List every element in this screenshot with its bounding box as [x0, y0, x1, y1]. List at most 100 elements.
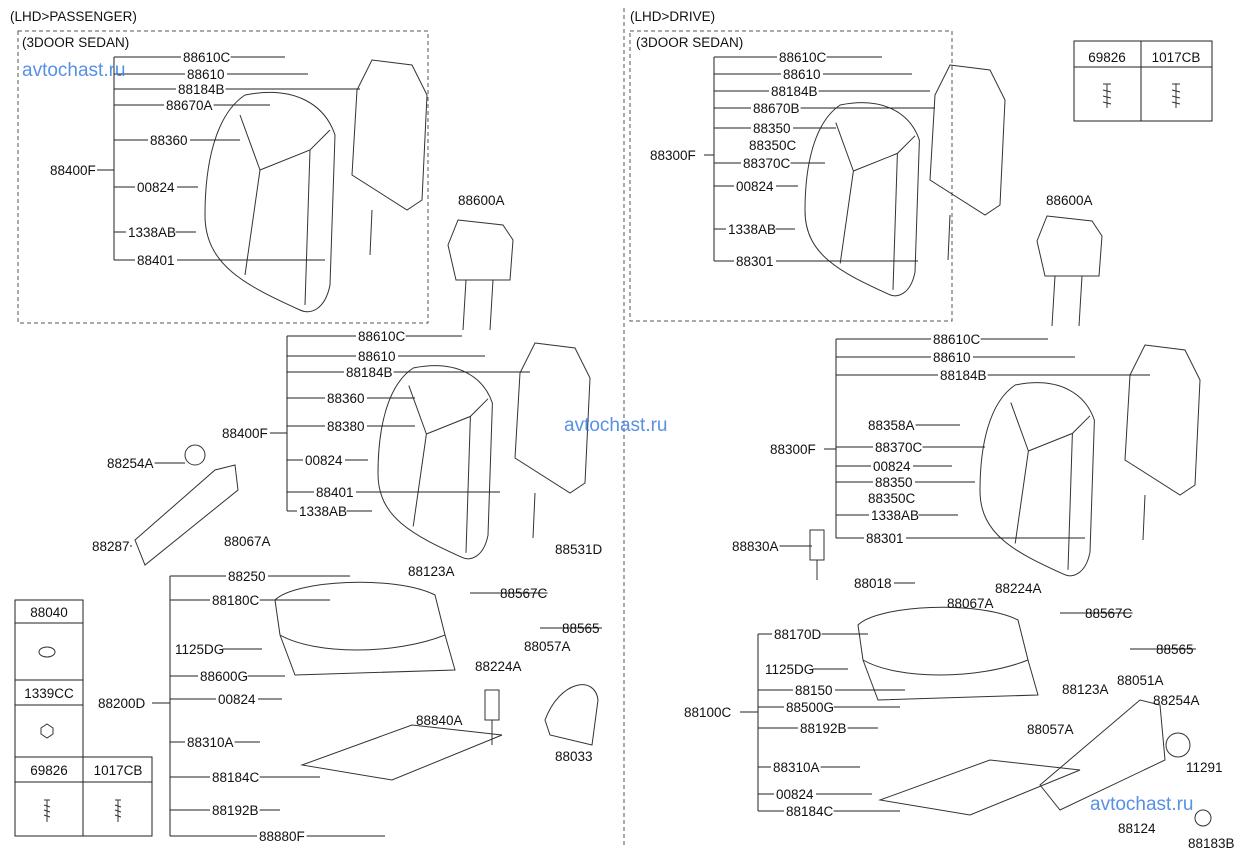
part-callout-88610: 88610 [783, 67, 821, 82]
part-callout-00824: 00824 [873, 459, 911, 474]
recliner-cover [1039, 699, 1166, 811]
part-callout-88150: 88150 [795, 683, 833, 698]
screw-icon [114, 799, 122, 822]
part-callout-88310a: 88310A [773, 760, 820, 775]
part-callout-88830a: 88830A [732, 539, 779, 554]
part-callout-88184b: 88184B [346, 365, 393, 380]
right-fastener-table: 69826 1017CB [1073, 40, 1213, 122]
part-callout-88184c: 88184C [786, 804, 834, 819]
part-callout-88401: 88401 [137, 253, 175, 268]
part-callout-88358a: 88358A [868, 418, 915, 433]
nut-icon [40, 723, 54, 739]
part-callout-88370c: 88370C [743, 156, 791, 171]
part-callout-88184c: 88184C [212, 770, 260, 785]
table-cell: 1017CB [94, 763, 143, 778]
part-callout-88600g: 88600G [200, 669, 248, 684]
part-callout-88610c: 88610C [933, 332, 981, 347]
part-callout-88124: 88124 [1118, 821, 1156, 836]
seat-back-frame [204, 91, 336, 313]
table-cell: 1339CC [24, 686, 74, 701]
part-callout-88401: 88401 [316, 485, 354, 500]
part-callout-88033: 88033 [555, 749, 593, 764]
part-callout-88610c: 88610C [779, 50, 827, 65]
part-callout-00824: 00824 [736, 179, 774, 194]
part-callout-88123a: 88123A [1062, 682, 1109, 697]
left-detail-box [17, 30, 429, 324]
part-callout-88200d: 88200D [98, 696, 146, 711]
part-callout-88670a: 88670A [166, 98, 213, 113]
seat-belt-buckle [809, 529, 825, 580]
seat-back-frame [377, 365, 493, 560]
part-callout-88180c: 88180C [212, 593, 260, 608]
part-callout-88184b: 88184B [940, 368, 987, 383]
seat-heater-mat [300, 724, 503, 781]
left-fastener-table: 88040 1339CC 69826 1017CB [14, 599, 153, 837]
table-cell: 69826 [30, 763, 68, 778]
part-callout-88610c: 88610C [358, 329, 406, 344]
screw-icon [43, 799, 51, 822]
watermark: avtochast.ru [564, 415, 668, 436]
part-callout-1125dg: 1125DG [765, 662, 814, 677]
headrest-cover [1124, 344, 1201, 541]
part-callout-88224a: 88224A [475, 659, 522, 674]
screw-icon [1102, 83, 1112, 108]
part-callout-88067a: 88067A [947, 596, 994, 611]
part-callout-88600a: 88600A [458, 193, 505, 208]
headrest [447, 219, 514, 331]
part-callout-88840a: 88840A [416, 713, 463, 728]
part-callout-88100c: 88100C [684, 705, 732, 720]
part-callout-88057a: 88057A [1027, 722, 1074, 737]
part-callout-88300f: 88300F [770, 442, 816, 457]
part-callout-88400f: 88400F [50, 163, 96, 178]
part-callout-88500g: 88500G [786, 700, 834, 715]
part-callout-88192b: 88192B [800, 721, 847, 736]
part-callout-88610: 88610 [933, 350, 971, 365]
left-box-title: (3DOOR SEDAN) [22, 35, 129, 50]
part-callout-88192b: 88192B [212, 803, 259, 818]
part-callout-88567c: 88567C [500, 586, 548, 601]
part-callout-1125dg: 1125DG [175, 642, 224, 657]
part-callout-88670b: 88670B [753, 101, 800, 116]
part-callout-88350c: 88350C [749, 138, 797, 153]
headrest [1036, 215, 1103, 327]
part-callout-88018: 88018 [854, 576, 892, 591]
part-callout-88067a: 88067A [224, 534, 271, 549]
seat-belt-buckle [484, 689, 500, 745]
part-callout-88565: 88565 [562, 621, 600, 636]
part-callout-88360: 88360 [327, 391, 365, 406]
part-drawings [134, 59, 1212, 827]
watermark: avtochast.ru [1090, 794, 1194, 815]
callout-labels: 88610C 88610 88184B 88670A 88360 88400F 00824 1… [50, 50, 1235, 848]
headrest-cover [514, 342, 591, 539]
part-callout-88310a: 88310A [187, 735, 234, 750]
part-callout-88400f: 88400F [222, 426, 268, 441]
part-callout-88250: 88250 [228, 569, 266, 584]
left-section-title: (LHD>PASSENGER) [10, 9, 137, 24]
part-callout-88565: 88565 [1156, 642, 1194, 657]
recliner-knob [184, 444, 206, 466]
part-callout-88123a: 88123A [408, 564, 455, 579]
seat-cushion [857, 606, 1039, 701]
seat-cushion [274, 581, 456, 676]
part-callout-88350c: 88350C [868, 491, 916, 506]
leader-lines [97, 56, 1196, 837]
right-section-title: (LHD>DRIVE) [630, 9, 715, 24]
clip-icon [38, 646, 56, 658]
ring-clip [1194, 809, 1212, 827]
part-callout-88370c: 88370C [875, 440, 923, 455]
table-cell: 1017CB [1152, 50, 1201, 65]
part-callout-88567c: 88567C [1085, 606, 1133, 621]
part-callout-88254a: 88254A [1153, 693, 1200, 708]
seat-back-frame [979, 382, 1095, 577]
right-detail-box [629, 30, 953, 322]
watermark: avtochast.ru [22, 60, 126, 81]
part-callout-88531d: 88531D [555, 542, 603, 557]
recliner-knob [1165, 732, 1191, 758]
headrest-cover [351, 59, 428, 256]
part-callout-00824: 00824 [776, 787, 814, 802]
part-callout-88350: 88350 [875, 475, 913, 490]
part-callout-00824: 00824 [218, 692, 256, 707]
right-box-title: (3DOOR SEDAN) [636, 35, 743, 50]
headrest-cover [929, 64, 1006, 261]
screw-icon [1171, 83, 1181, 108]
